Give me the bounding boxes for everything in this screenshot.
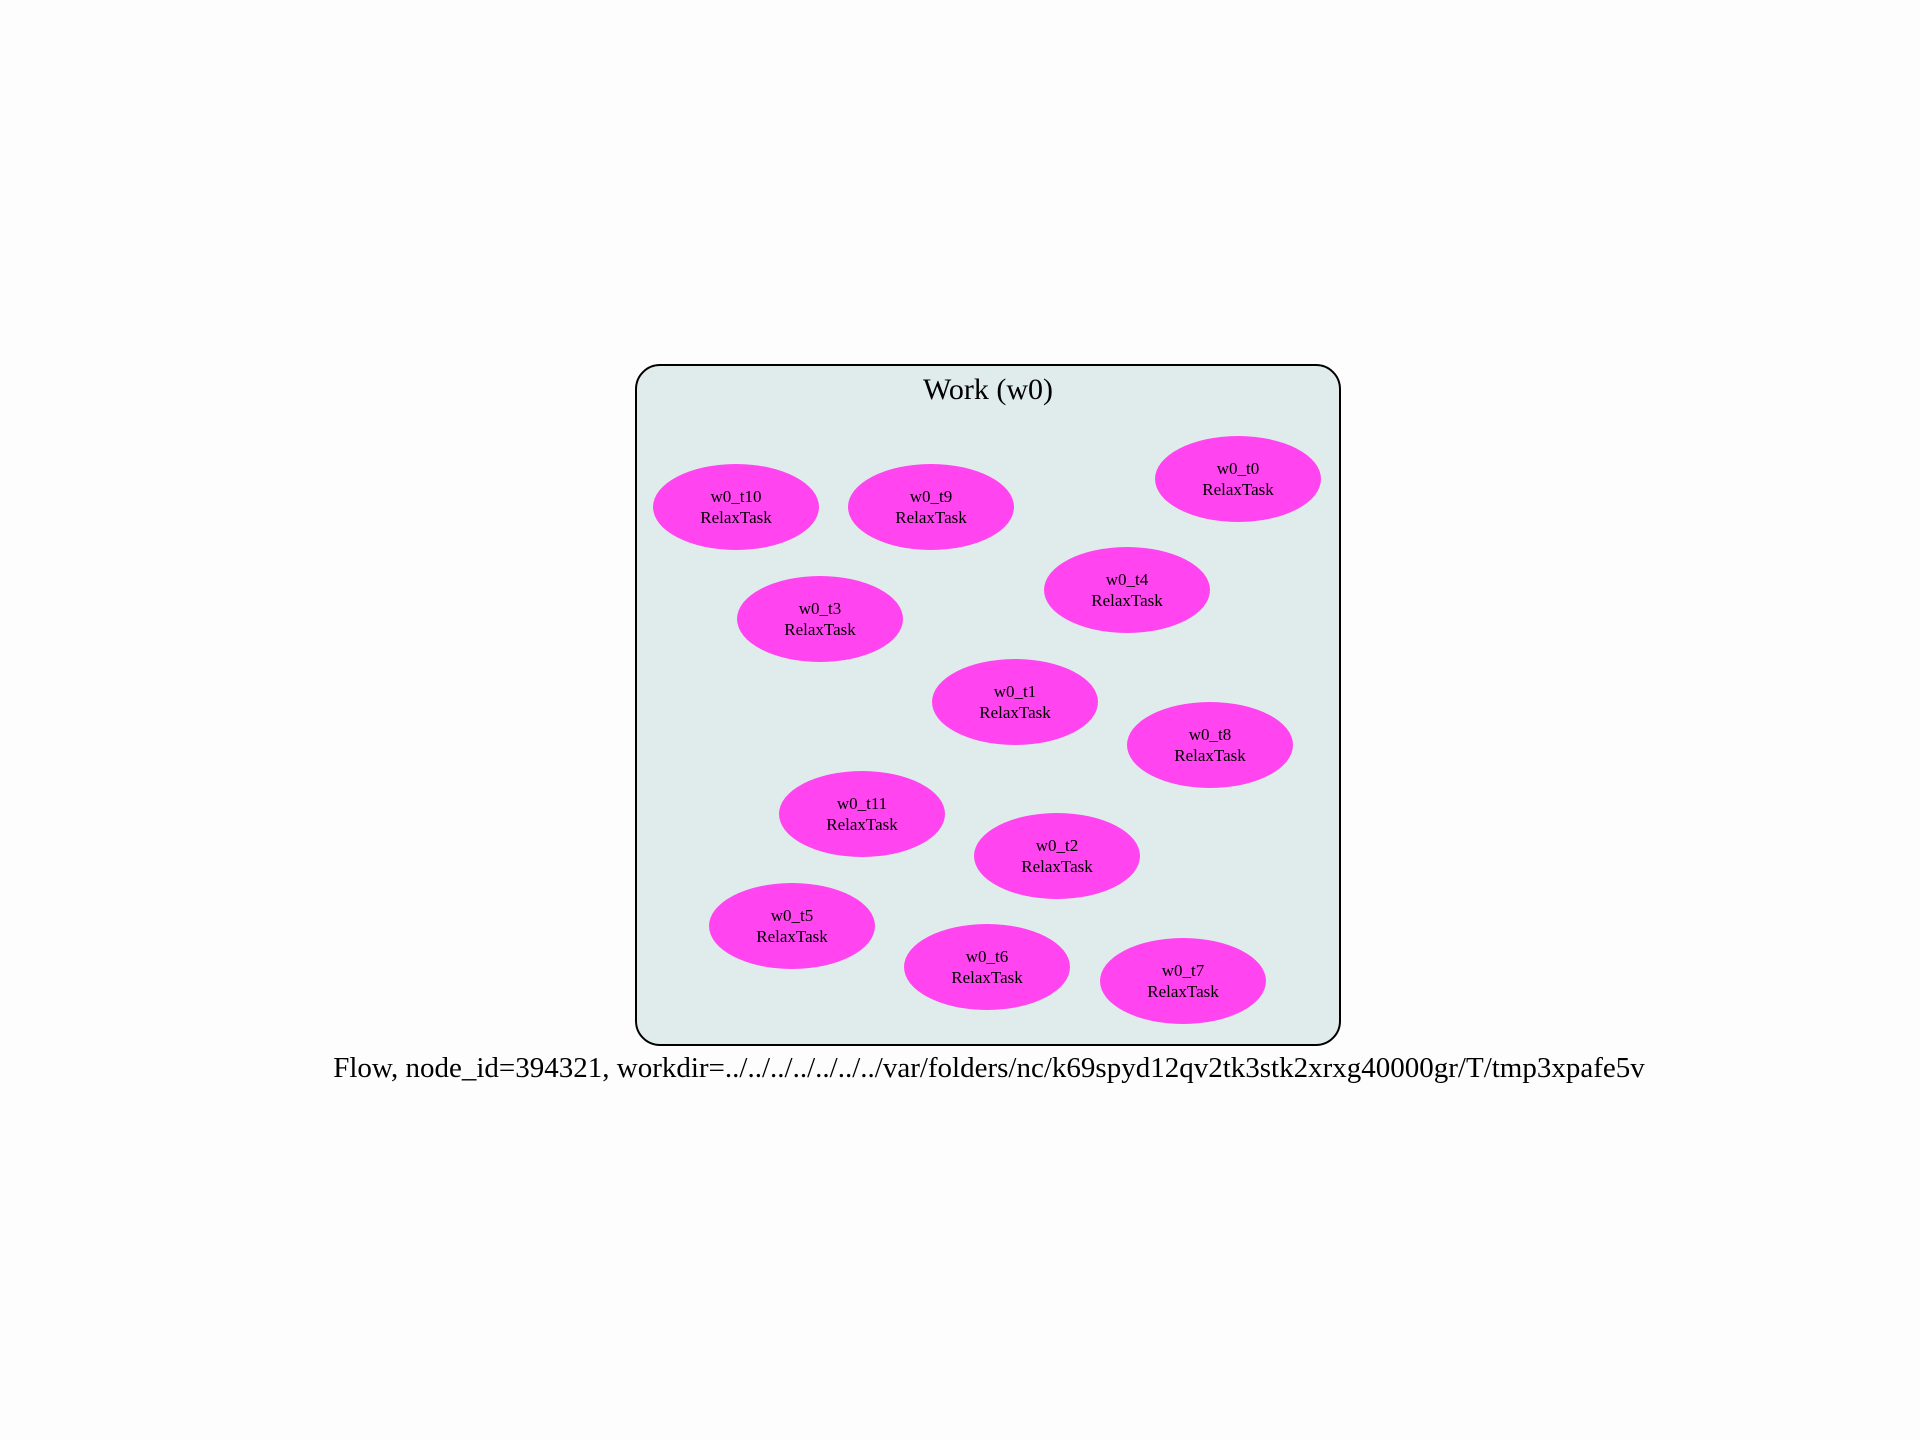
task-node-id: w0_t2	[1036, 836, 1079, 855]
nodes-layer: w0_t10RelaxTaskw0_t9RelaxTaskw0_t0RelaxT…	[653, 436, 1321, 1024]
task-node-ellipse	[1155, 436, 1321, 522]
task-node-type: RelaxTask	[1174, 746, 1246, 765]
task-node-id: w0_t7	[1162, 961, 1205, 980]
task-node-id: w0_t0	[1217, 459, 1260, 478]
task-node-type: RelaxTask	[1021, 857, 1093, 876]
task-node-id: w0_t1	[994, 682, 1037, 701]
task-node-type: RelaxTask	[700, 508, 772, 527]
task-node-type: RelaxTask	[1202, 480, 1274, 499]
flow-caption: Flow, node_id=394321, workdir=../../../.…	[333, 1052, 1645, 1084]
task-node-ellipse	[737, 576, 903, 662]
task-node-id: w0_t10	[711, 487, 762, 506]
task-node-id: w0_t5	[771, 906, 814, 925]
task-node-type: RelaxTask	[1091, 591, 1163, 610]
task-node-type: RelaxTask	[979, 703, 1051, 722]
task-node-id: w0_t4	[1106, 570, 1149, 589]
task-node-type: RelaxTask	[756, 927, 828, 946]
task-node-ellipse	[1100, 938, 1266, 1024]
task-node-ellipse	[709, 883, 875, 969]
task-node-ellipse	[779, 771, 945, 857]
task-node-ellipse	[653, 464, 819, 550]
task-node-type: RelaxTask	[826, 815, 898, 834]
task-node-ellipse	[974, 813, 1140, 899]
task-node-id: w0_t3	[799, 599, 842, 618]
task-node-type: RelaxTask	[1147, 982, 1219, 1001]
task-node-ellipse	[848, 464, 1014, 550]
task-node-type: RelaxTask	[895, 508, 967, 527]
task-node-ellipse	[904, 924, 1070, 1010]
task-node-ellipse	[932, 659, 1098, 745]
task-node-type: RelaxTask	[951, 968, 1023, 987]
task-node-id: w0_t11	[837, 794, 887, 813]
task-node-id: w0_t6	[966, 947, 1009, 966]
task-node-ellipse	[1044, 547, 1210, 633]
task-node-ellipse	[1127, 702, 1293, 788]
task-node-id: w0_t9	[910, 487, 953, 506]
task-node-id: w0_t8	[1189, 725, 1232, 744]
cluster-title: Work (w0)	[923, 373, 1053, 406]
task-node-type: RelaxTask	[784, 620, 856, 639]
